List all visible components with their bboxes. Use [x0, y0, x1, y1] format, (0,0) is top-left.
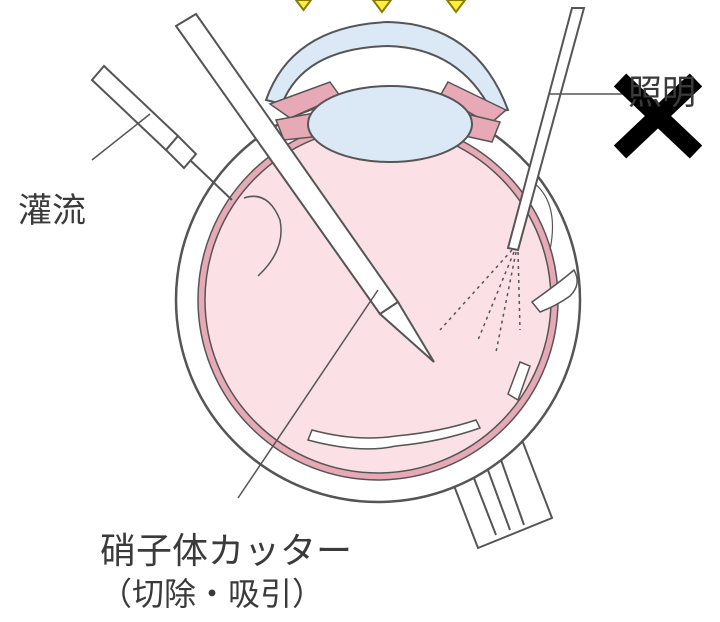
- vitreous-cutter-sublabel: （切除・吸引）: [100, 578, 324, 610]
- vitreous-cutter-label: 硝子体カッター: [100, 534, 352, 570]
- irrigation-cannula: [92, 66, 232, 200]
- lens: [308, 86, 472, 162]
- diamond-marker-icon: [447, 0, 465, 12]
- top-markers: [296, 0, 465, 12]
- illumination-label: 照明: [628, 76, 696, 110]
- irrigation-label: 灌流: [18, 194, 86, 228]
- diamond-marker-icon: [373, 0, 391, 12]
- diamond-marker-icon: [296, 0, 311, 10]
